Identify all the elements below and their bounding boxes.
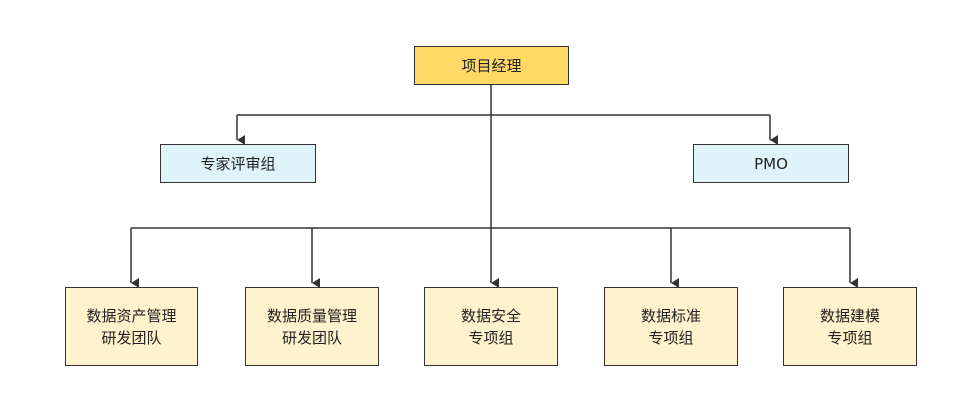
expert-review-group-label: 专家评审组 — [200, 154, 276, 173]
data-quality-team-node[interactable]: 数据质量管理 研发团队 — [245, 287, 379, 366]
data-modeling-group-label: 数据建模 专项组 — [819, 306, 880, 347]
data-asset-team-node[interactable]: 数据资产管理 研发团队 — [65, 287, 198, 366]
expert-review-group-node[interactable]: 专家评审组 — [160, 144, 316, 183]
project-manager-node[interactable]: 项目经理 — [414, 46, 569, 85]
data-standards-group-node[interactable]: 数据标准 专项组 — [604, 287, 738, 366]
data-security-group-label: 数据安全 专项组 — [460, 306, 521, 347]
data-quality-team-label: 数据质量管理 研发团队 — [266, 306, 357, 347]
data-standards-group-label: 数据标准 专项组 — [640, 306, 701, 347]
pmo-node[interactable]: PMO — [693, 144, 849, 183]
data-asset-team-label: 数据资产管理 研发团队 — [86, 306, 177, 347]
data-modeling-group-node[interactable]: 数据建模 专项组 — [783, 287, 917, 366]
pmo-label: PMO — [754, 154, 788, 173]
data-security-group-node[interactable]: 数据安全 专项组 — [424, 287, 558, 366]
project-manager-label: 项目经理 — [461, 56, 522, 75]
